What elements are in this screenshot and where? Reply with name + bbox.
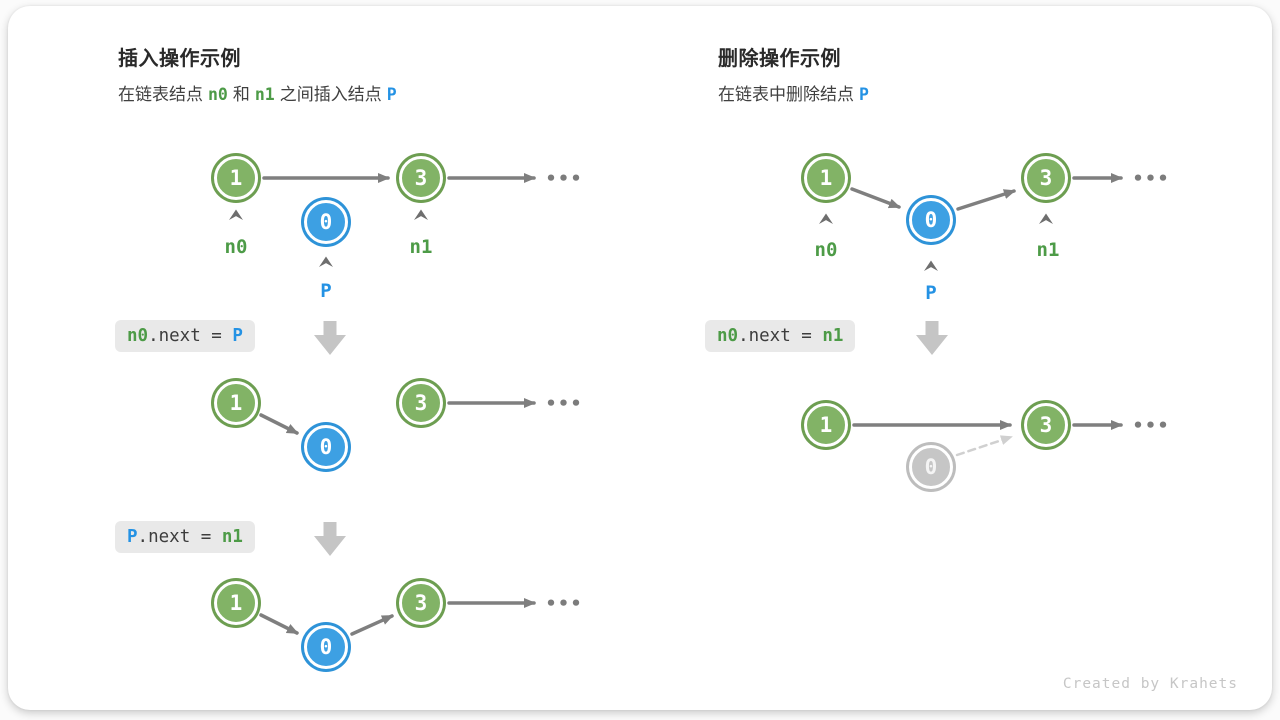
up-caret-icon [414,209,429,221]
code-rhs: P [232,326,243,346]
ellipsis: ••• [1132,168,1170,190]
node-0-p: 0 [304,625,348,669]
code-op: .next = [738,326,823,346]
up-caret-icon [229,209,244,221]
node-1: 1 [214,581,258,625]
pointer-label-n0: n0 [814,239,838,261]
node-0-p: 0 [909,198,953,242]
node-value: 3 [1039,412,1053,437]
node-value: 1 [819,165,833,190]
node-3: 3 [399,156,443,200]
node-value: 0 [319,634,333,659]
node-value: 3 [414,590,428,615]
node-value: 1 [819,412,833,437]
code-n0-next-p: n0.next = P [115,320,255,352]
node-3: 3 [1024,403,1068,447]
pointer-label-n1: n1 [409,236,433,258]
node-value: 0 [319,434,333,459]
node-3: 3 [399,381,443,425]
node-value: 0 [319,209,333,234]
node-1: 1 [804,403,848,447]
node-3: 3 [399,581,443,625]
node-value: 1 [229,165,243,190]
node-1: 1 [214,381,258,425]
var-p: P [859,85,869,104]
down-block-arrow-icon [312,520,348,560]
code-rhs: n1 [221,527,243,547]
node-value: 0 [924,454,938,479]
node-value: 1 [229,390,243,415]
down-block-arrow-icon [312,319,348,359]
code-p-next-n1: P.next = n1 [115,521,255,553]
pointer-label-n0: n0 [224,236,248,258]
code-lhs: P [127,527,138,547]
node-value: 3 [1039,165,1053,190]
insert-subtitle-text2: 和 [232,85,250,104]
up-caret-icon [1039,213,1054,225]
node-0-removed: 0 [909,445,953,489]
code-lhs: n0 [127,326,149,346]
node-1: 1 [214,156,258,200]
pointer-label-p: P [320,280,332,302]
up-caret-icon [319,256,334,268]
code-n0-next-n1: n0.next = n1 [705,320,856,352]
node-3: 3 [1024,156,1068,200]
delete-subtitle-text1: 在链表中删除结点 [718,85,854,104]
insert-title: 插入操作示例 [118,48,241,70]
node-1: 1 [804,156,848,200]
insert-subtitle-text3: 之间插入结点 [279,85,382,104]
credit-text: Created by Krahets [1062,676,1238,692]
node-value: 3 [414,390,428,415]
node-0-p: 0 [304,200,348,244]
node-value: 0 [924,207,938,232]
var-n0: n0 [208,85,228,104]
code-op: .next = [148,326,233,346]
code-rhs: n1 [822,326,844,346]
code-lhs: n0 [717,326,739,346]
node-value: 3 [414,165,428,190]
diagram-card [8,6,1272,710]
ellipsis: ••• [545,168,583,190]
delete-title: 删除操作示例 [718,48,841,70]
node-0-p: 0 [304,425,348,469]
var-p: P [386,85,397,104]
up-caret-icon [924,260,939,272]
insert-subtitle-text1: 在链表结点 [118,85,203,104]
down-block-arrow-icon [914,319,950,359]
ellipsis: ••• [545,593,583,615]
var-n1: n1 [254,85,275,104]
ellipsis: ••• [545,393,583,415]
code-op: .next = [137,527,222,547]
pointer-label-n1: n1 [1036,239,1060,261]
ellipsis: ••• [1132,415,1170,437]
node-value: 1 [229,590,243,615]
up-caret-icon [819,213,834,225]
pointer-label-p: P [925,282,937,304]
delete-subtitle: 在链表中删除结点 P [718,80,874,105]
